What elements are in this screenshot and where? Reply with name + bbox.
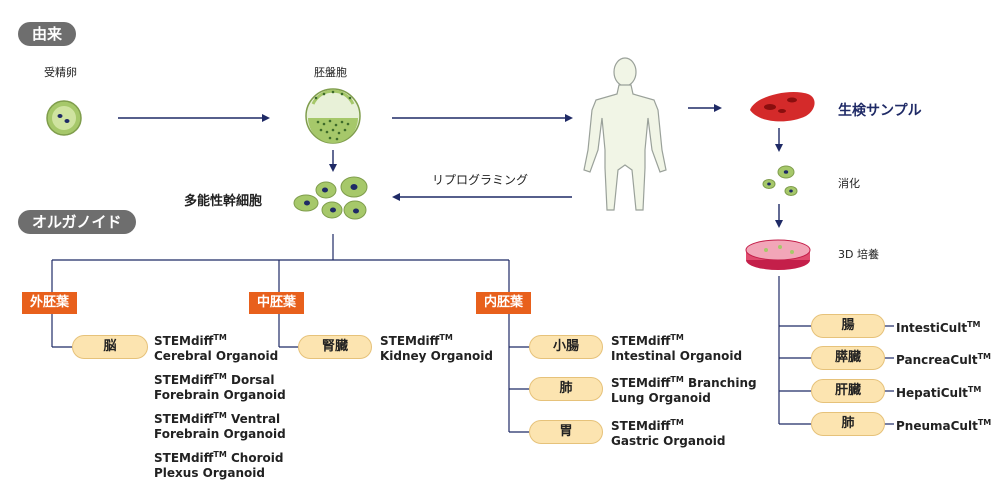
organ-pancreas-pill: 膵臓 (811, 346, 885, 370)
mesoderm-box: 中胚葉 (249, 292, 305, 314)
product-intesticult: IntestiCultTM (896, 320, 981, 335)
zygote-label: 受精卵 (44, 66, 77, 79)
organ-intestine-pill: 腸 (811, 314, 885, 338)
product-pancreacult: PancreaCultTM (896, 352, 992, 367)
organ-liver-pill: 肝臓 (811, 379, 885, 403)
organ-stomach-pill: 胃 (529, 420, 603, 444)
organ-lung-pill: 肺 (529, 377, 603, 401)
product-dorsal-forebrain: STEMdiffTM Dorsal Forebrain Organoid (154, 372, 286, 402)
section-organoid-pill: オルガノイド (18, 210, 136, 234)
petri-dish-icon (745, 239, 811, 270)
ectoderm-box: 外胚葉 (22, 292, 78, 314)
organ-lung-right-pill: 肺 (811, 412, 885, 436)
product-kidney: STEMdiffTM Kidney Organoid (380, 333, 493, 363)
organ-brain-pill: 脳 (72, 335, 148, 359)
blastocyst-icon (305, 88, 361, 144)
product-choroid-plexus: STEMdiffTM Choroid Plexus Organoid (154, 450, 284, 480)
organ-small-intestine-pill: 小腸 (529, 335, 603, 359)
pluripotent-label: 多能性幹細胞 (184, 194, 263, 209)
human-body-icon (583, 57, 667, 211)
product-hepaticult: HepatiCultTM (896, 385, 982, 400)
blastocyst-label: 胚盤胞 (314, 66, 347, 79)
product-ventral-forebrain: STEMdiffTM Ventral Forebrain Organoid (154, 411, 286, 441)
digested-cells-icon (762, 165, 798, 196)
biopsy-sample-label: 生検サンプル (838, 103, 922, 119)
zygote-cell-icon (46, 100, 82, 136)
biopsy-tissue-icon (750, 91, 815, 122)
stem-cells-icon (293, 176, 368, 220)
product-pneumacult: PneumaCultTM (896, 418, 992, 433)
product-gastric: STEMdiffTM Gastric Organoid (611, 418, 726, 448)
endoderm-box: 内胚葉 (476, 292, 532, 314)
culture3d-label: 3D 培養 (838, 248, 879, 261)
product-branching-lung: STEMdiffTM Branching Lung Organoid (611, 375, 757, 405)
reprogramming-label: リプログラミング (432, 173, 529, 187)
lineage-tree (51, 234, 894, 433)
product-cerebral: STEMdiffTM Cerebral Organoid (154, 333, 279, 363)
digestion-label: 消化 (838, 177, 860, 190)
product-intestinal: STEMdiffTM Intestinal Organoid (611, 333, 743, 363)
organ-kidney-pill: 腎臓 (298, 335, 372, 359)
section-origin-pill: 由来 (18, 22, 77, 46)
